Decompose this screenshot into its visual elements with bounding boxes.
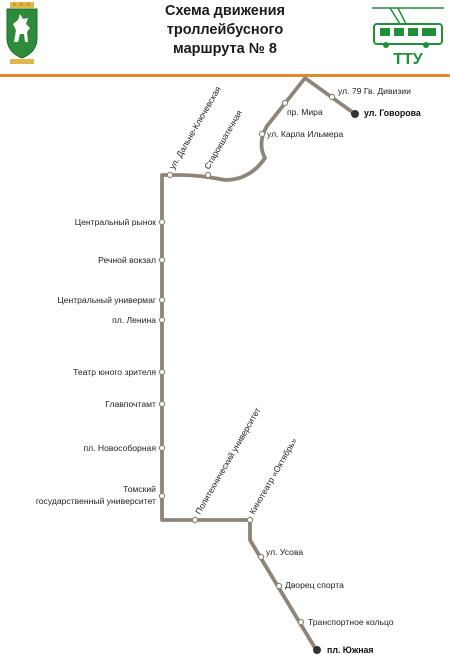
stop-marker-rynok [158, 218, 166, 226]
stop-label-yuzhnaya: пл. Южная [327, 645, 374, 655]
title-line-3: маршрута № 8 [173, 41, 277, 57]
ttu-logo-text: ТТУ [393, 51, 424, 66]
stop-label-lenina: пл. Ленина [112, 315, 156, 325]
stop-marker-lenina [158, 316, 166, 324]
stop-label-tgu-line1: Томский [123, 484, 156, 494]
stop-label-dvorets: Дворец спорта [285, 580, 344, 590]
stop-label-univermag: Центральный универмаг [57, 295, 156, 305]
route-title: Схема движения троллейбусного маршрута №… [120, 2, 330, 59]
city-crest-icon [6, 2, 38, 64]
stop-label-gv79: ул. 79 Гв. Дивизии [338, 86, 411, 96]
title-line-2: троллейбусного [166, 22, 284, 38]
stop-label-staro: Старокшатечная [202, 108, 244, 171]
stop-label-novosob: пл. Новособорная [83, 443, 156, 453]
route-line [160, 76, 357, 650]
stop-label-ilmera: ул. Карла Ильмера [267, 129, 343, 139]
title-line-1: Схема движения [165, 3, 285, 19]
stop-label-tgu-line2: государственный университет [36, 496, 156, 506]
header-divider [0, 74, 450, 77]
stop-marker-univermag [158, 296, 166, 304]
stop-marker-staro [204, 171, 212, 179]
stop-label-govorova: ул. Говорова [364, 108, 421, 118]
stop-label-vokzal: Речной вокзал [98, 255, 156, 265]
stop-label-polytech: Политехнический университет [193, 406, 262, 516]
stop-marker-dvorets [275, 582, 283, 590]
stop-label-transport: Транспортное кольцо [308, 617, 394, 627]
stop-marker-polytech [191, 516, 199, 524]
stop-marker-gv79 [328, 93, 336, 101]
stop-marker-teatr [158, 368, 166, 376]
stop-label-mira: пр. Мира [287, 107, 323, 117]
stop-marker-ilmera [258, 130, 266, 138]
stop-marker-transport [297, 618, 305, 626]
ttu-logo-icon: ТТУ [372, 7, 444, 66]
stop-label-oktyabr: Кинотеатр «Октябрь» [247, 436, 299, 516]
stop-label-teatr: Театр юного зрителя [73, 367, 156, 377]
terminus-yuzhnaya [313, 646, 321, 654]
stop-label-glav: Главпочтамт [105, 399, 156, 409]
stop-markers [158, 93, 336, 626]
stop-marker-vokzal [158, 256, 166, 264]
stop-marker-mira [281, 99, 289, 107]
stop-marker-novosob [158, 444, 166, 452]
stop-label-usova: ул. Усова [266, 547, 303, 557]
stop-marker-tgu [158, 492, 166, 500]
stop-marker-usova [257, 553, 265, 561]
stop-marker-glav [158, 400, 166, 408]
terminus-govorova [351, 110, 359, 118]
stop-label-rynok: Центральный рынок [75, 217, 156, 227]
stop-marker-dalnekl [166, 171, 174, 179]
stop-marker-oktyabr [246, 516, 254, 524]
